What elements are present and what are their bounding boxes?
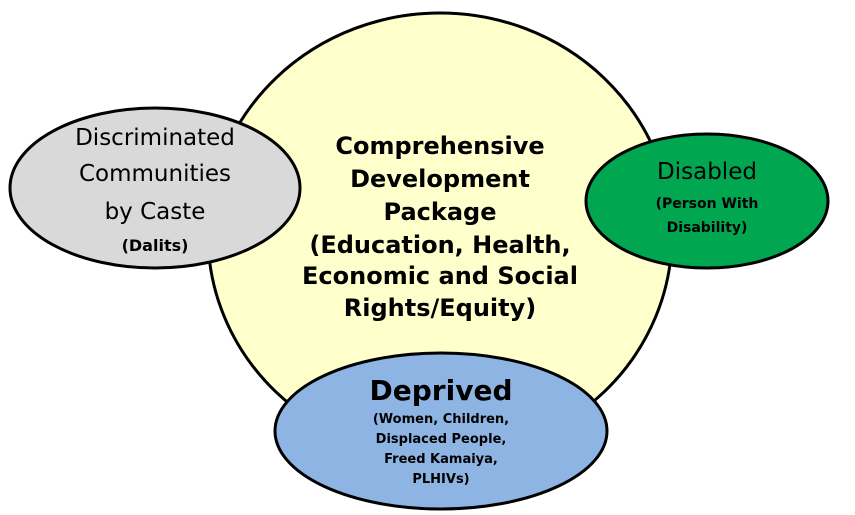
bottom-sub-line-1: (Women, Children, xyxy=(373,412,509,427)
bottom-sub-line-3: Freed Kamaiya, xyxy=(384,452,498,467)
bottom-label: Deprived (Women, Children, Displaced Peo… xyxy=(370,374,513,487)
left-line-1: Discriminated xyxy=(75,125,235,151)
right-sub-line-1: (Person With xyxy=(656,196,759,212)
center-line-1: Comprehensive xyxy=(335,132,544,160)
left-label: Discriminated Communities by Caste (Dali… xyxy=(75,125,235,255)
right-ellipse xyxy=(584,132,830,270)
right-title: Disabled xyxy=(657,159,757,185)
left-line-3: by Caste xyxy=(105,199,206,225)
right-label: Disabled (Person With Disability) xyxy=(656,159,759,236)
bottom-ellipse xyxy=(273,351,609,511)
center-line-3: Package xyxy=(384,198,497,226)
left-ellipse xyxy=(8,106,302,270)
bottom-title: Deprived xyxy=(370,374,513,407)
bottom-sub-line-2: Displaced People, xyxy=(376,432,507,447)
center-label: Comprehensive Development Package (Educa… xyxy=(302,132,578,322)
left-line-2: Communities xyxy=(79,161,231,187)
right-sub-line-2: Disability) xyxy=(667,220,748,236)
bottom-sub-line-4: PLHIVs) xyxy=(412,472,469,487)
center-line-4: (Education, Health, xyxy=(309,231,570,259)
center-line-6: Rights/Equity) xyxy=(344,294,536,322)
left-sub: (Dalits) xyxy=(122,236,189,255)
center-line-2: Development xyxy=(350,165,530,193)
center-line-5: Economic and Social xyxy=(302,262,578,290)
